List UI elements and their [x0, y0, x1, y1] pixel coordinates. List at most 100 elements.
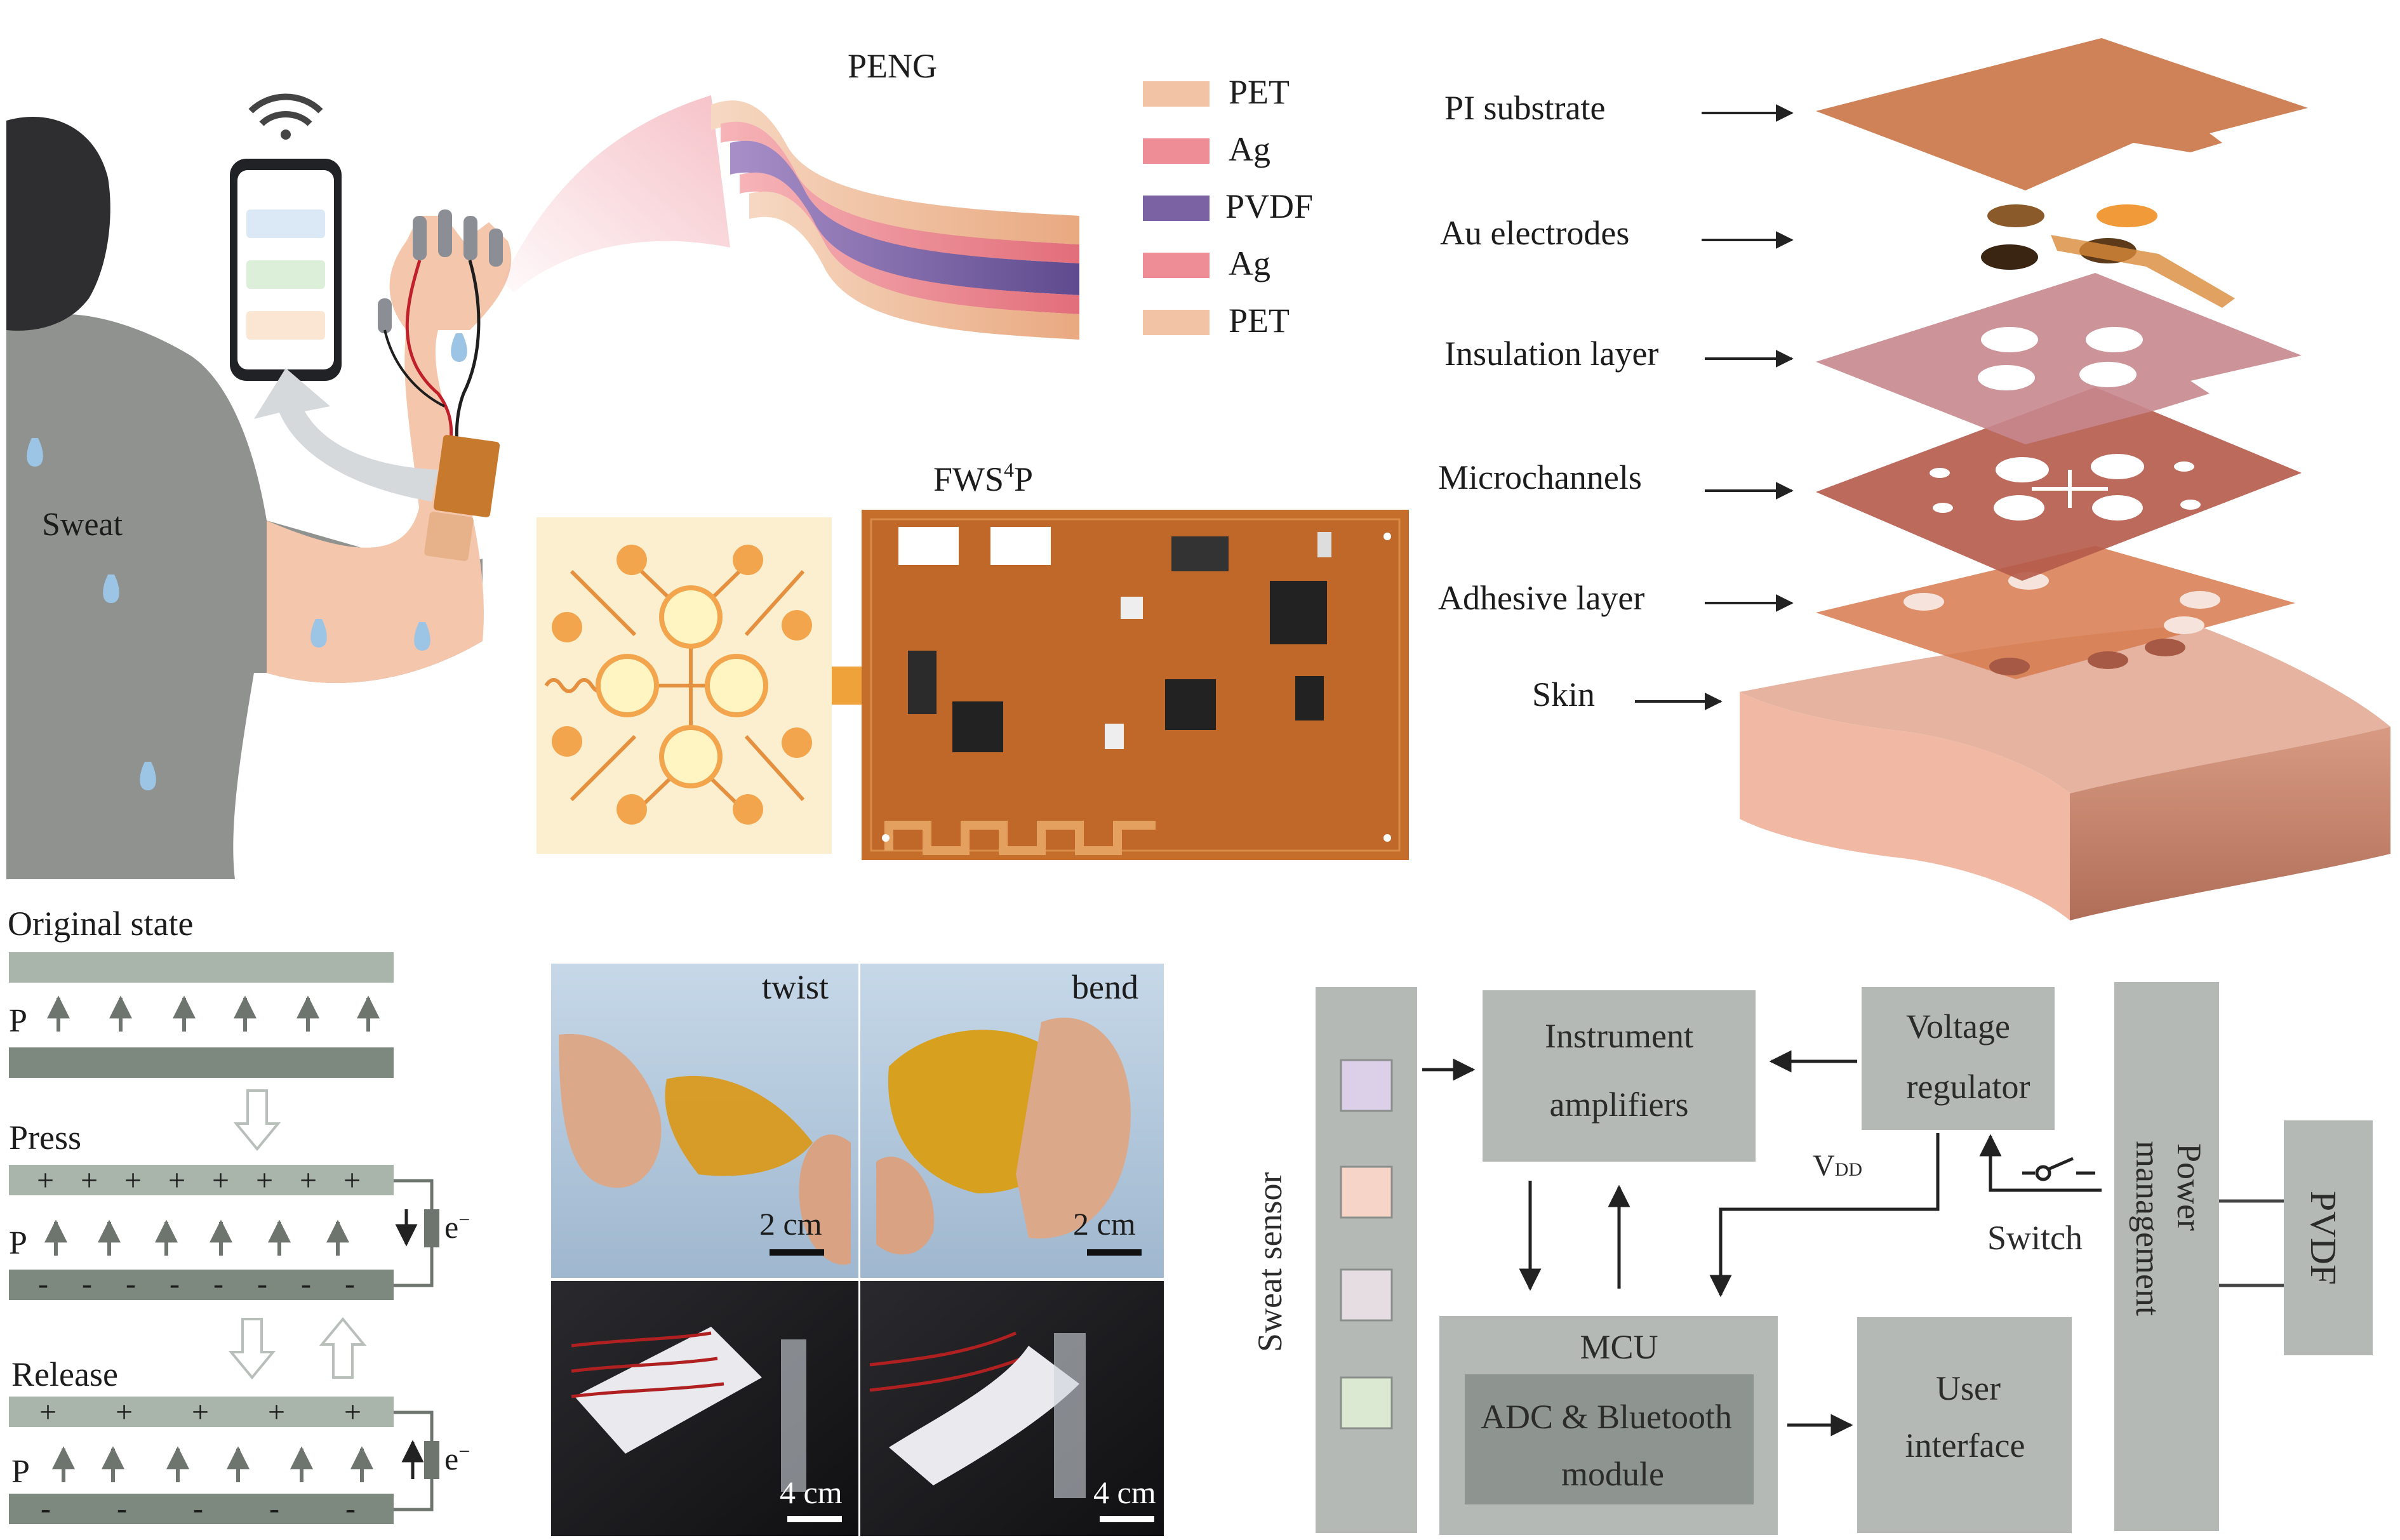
- minus-charge: -: [82, 1267, 92, 1301]
- legend-swatch-ag: [1143, 138, 1210, 164]
- plus-charge: +: [343, 1164, 361, 1197]
- press-label: Press: [9, 1118, 81, 1157]
- minus-charge: -: [345, 1492, 356, 1525]
- instrument-amplifiers-block: [1483, 990, 1756, 1162]
- sweat-sensor-label: Sweat sensor: [1251, 1172, 1289, 1352]
- p-label-original: P: [9, 1003, 27, 1039]
- scale-bar-bent: [1100, 1516, 1154, 1522]
- scale-bar-twist: [770, 1249, 824, 1256]
- photo-grid: twist bend 2 cm 2 cm 4 cm 4 cm: [551, 964, 1164, 1536]
- minus-charge: -: [257, 1267, 267, 1301]
- power-label-1: Power: [2170, 1143, 2208, 1231]
- power-label-2: management: [2129, 1141, 2167, 1316]
- stack-label-pi-substrate: PI substrate: [1444, 89, 1605, 127]
- adc-label-1: ADC & Bluetooth: [1481, 1398, 1732, 1436]
- pvdf-label: PVDF: [2303, 1191, 2344, 1285]
- pvdf-block: [2284, 1120, 2373, 1355]
- piezo-mechanism: Original state P Press + + + + + + + + -…: [8, 905, 470, 1525]
- scale-bar-bend: [1087, 1249, 1142, 1256]
- plus-charge: +: [192, 1395, 209, 1429]
- legend-swatch-pet-2: [1143, 310, 1210, 335]
- plus-charge: +: [124, 1164, 142, 1197]
- legend-label-ag: Ag: [1229, 130, 1270, 168]
- plus-charge: +: [344, 1395, 361, 1429]
- user-label-2: interface: [1905, 1426, 2025, 1464]
- legend-label-pet-2: PET: [1229, 302, 1290, 340]
- scale-label-bent: 4 cm: [1093, 1475, 1156, 1510]
- peng-title: PENG: [848, 47, 937, 85]
- bend-label: bend: [1072, 968, 1138, 1006]
- adc-bluetooth-block: [1465, 1374, 1754, 1504]
- scale-label-twist: 2 cm: [759, 1206, 822, 1242]
- plus-charge: +: [37, 1164, 54, 1197]
- sweat-label: Sweat: [42, 507, 123, 543]
- sensor-pad: [1340, 1376, 1393, 1430]
- legend-swatch-ag-2: [1143, 253, 1210, 278]
- minus-charge: -: [269, 1492, 279, 1525]
- switch-icon: [2022, 1157, 2095, 1181]
- user-label-1: User: [1936, 1369, 2001, 1407]
- voltage-regulator-block: [1862, 987, 2055, 1130]
- minus-charge: -: [193, 1492, 203, 1525]
- fws4p-device: FWS4P: [537, 458, 1409, 860]
- plus-charge: +: [39, 1395, 57, 1429]
- instrument-label-2: amplifiers: [1550, 1085, 1689, 1124]
- peng-legend: PET Ag PVDF Ag PET: [1143, 73, 1313, 340]
- minus-charge: -: [301, 1267, 311, 1301]
- legend-label-ag-2: Ag: [1229, 244, 1270, 282]
- stack-label-adhesive-layer: Adhesive layer: [1438, 579, 1644, 617]
- wifi-icon: [248, 93, 323, 140]
- plus-charge: +: [300, 1164, 317, 1197]
- sensor-pad: [1340, 1268, 1393, 1322]
- plus-charge: +: [81, 1164, 98, 1197]
- minus-charge: -: [41, 1492, 51, 1525]
- device-title: FWS4P: [933, 458, 1033, 498]
- twist-label: twist: [762, 968, 829, 1006]
- electron-label-release: e−: [444, 1440, 470, 1477]
- peng-layer-stack: PENG: [711, 47, 1079, 340]
- minus-charge: -: [38, 1267, 48, 1301]
- p-label-release: P: [11, 1454, 30, 1490]
- sweat-drop-icon: [27, 333, 467, 790]
- release-label: Release: [11, 1355, 118, 1393]
- minus-charge: -: [126, 1267, 136, 1301]
- plus-charge: +: [116, 1395, 133, 1429]
- person-illustration: Sweat: [6, 93, 512, 879]
- legend-swatch-pvdf: [1143, 196, 1210, 221]
- legend-label-pet: PET: [1229, 73, 1290, 111]
- stack-label-insulation-layer: Insulation layer: [1444, 335, 1658, 373]
- data-flow-arrow-icon: [254, 368, 438, 501]
- plus-charge: +: [268, 1395, 285, 1429]
- adc-label-2: module: [1561, 1455, 1664, 1493]
- exploded-stack: PI substrate Au electrodes Insulation la…: [1438, 38, 2390, 920]
- head-icon: [6, 117, 110, 331]
- mcu-label: MCU: [1580, 1328, 1658, 1366]
- original-state-label: Original state: [8, 905, 193, 943]
- plus-charge: +: [256, 1164, 273, 1197]
- system-block-diagram: Sweat sensor Instrument amplifiers Volta…: [1251, 982, 2373, 1535]
- p-label-press: P: [9, 1225, 27, 1261]
- power-management-block: [2114, 982, 2219, 1531]
- scale-label-flat: 4 cm: [780, 1475, 843, 1510]
- voltage-label-1: Voltage: [1906, 1007, 2010, 1045]
- scale-label-bend: 2 cm: [1073, 1206, 1136, 1242]
- minus-charge: -: [117, 1492, 127, 1525]
- stack-label-microchannels: Microchannels: [1438, 458, 1642, 496]
- sensor-pad: [1340, 1059, 1393, 1112]
- plus-charge: +: [168, 1164, 185, 1197]
- user-interface-block: [1857, 1317, 2072, 1533]
- stack-label-skin: Skin: [1532, 675, 1595, 714]
- minus-charge: -: [213, 1267, 223, 1301]
- switch-label: Switch: [1987, 1219, 2083, 1257]
- minus-charge: -: [345, 1267, 355, 1301]
- legend-label-pvdf: PVDF: [1225, 187, 1313, 225]
- sensor-pad: [1340, 1165, 1393, 1219]
- stack-label-au-electrodes: Au electrodes: [1440, 214, 1629, 252]
- legend-swatch-pet: [1143, 81, 1210, 107]
- vdd-label: VDD: [1813, 1149, 1862, 1183]
- zoom-beam: [502, 95, 730, 292]
- voltage-label-2: regulator: [1907, 1068, 2030, 1106]
- electron-label-press: e−: [444, 1208, 470, 1245]
- plus-charge: +: [212, 1164, 229, 1197]
